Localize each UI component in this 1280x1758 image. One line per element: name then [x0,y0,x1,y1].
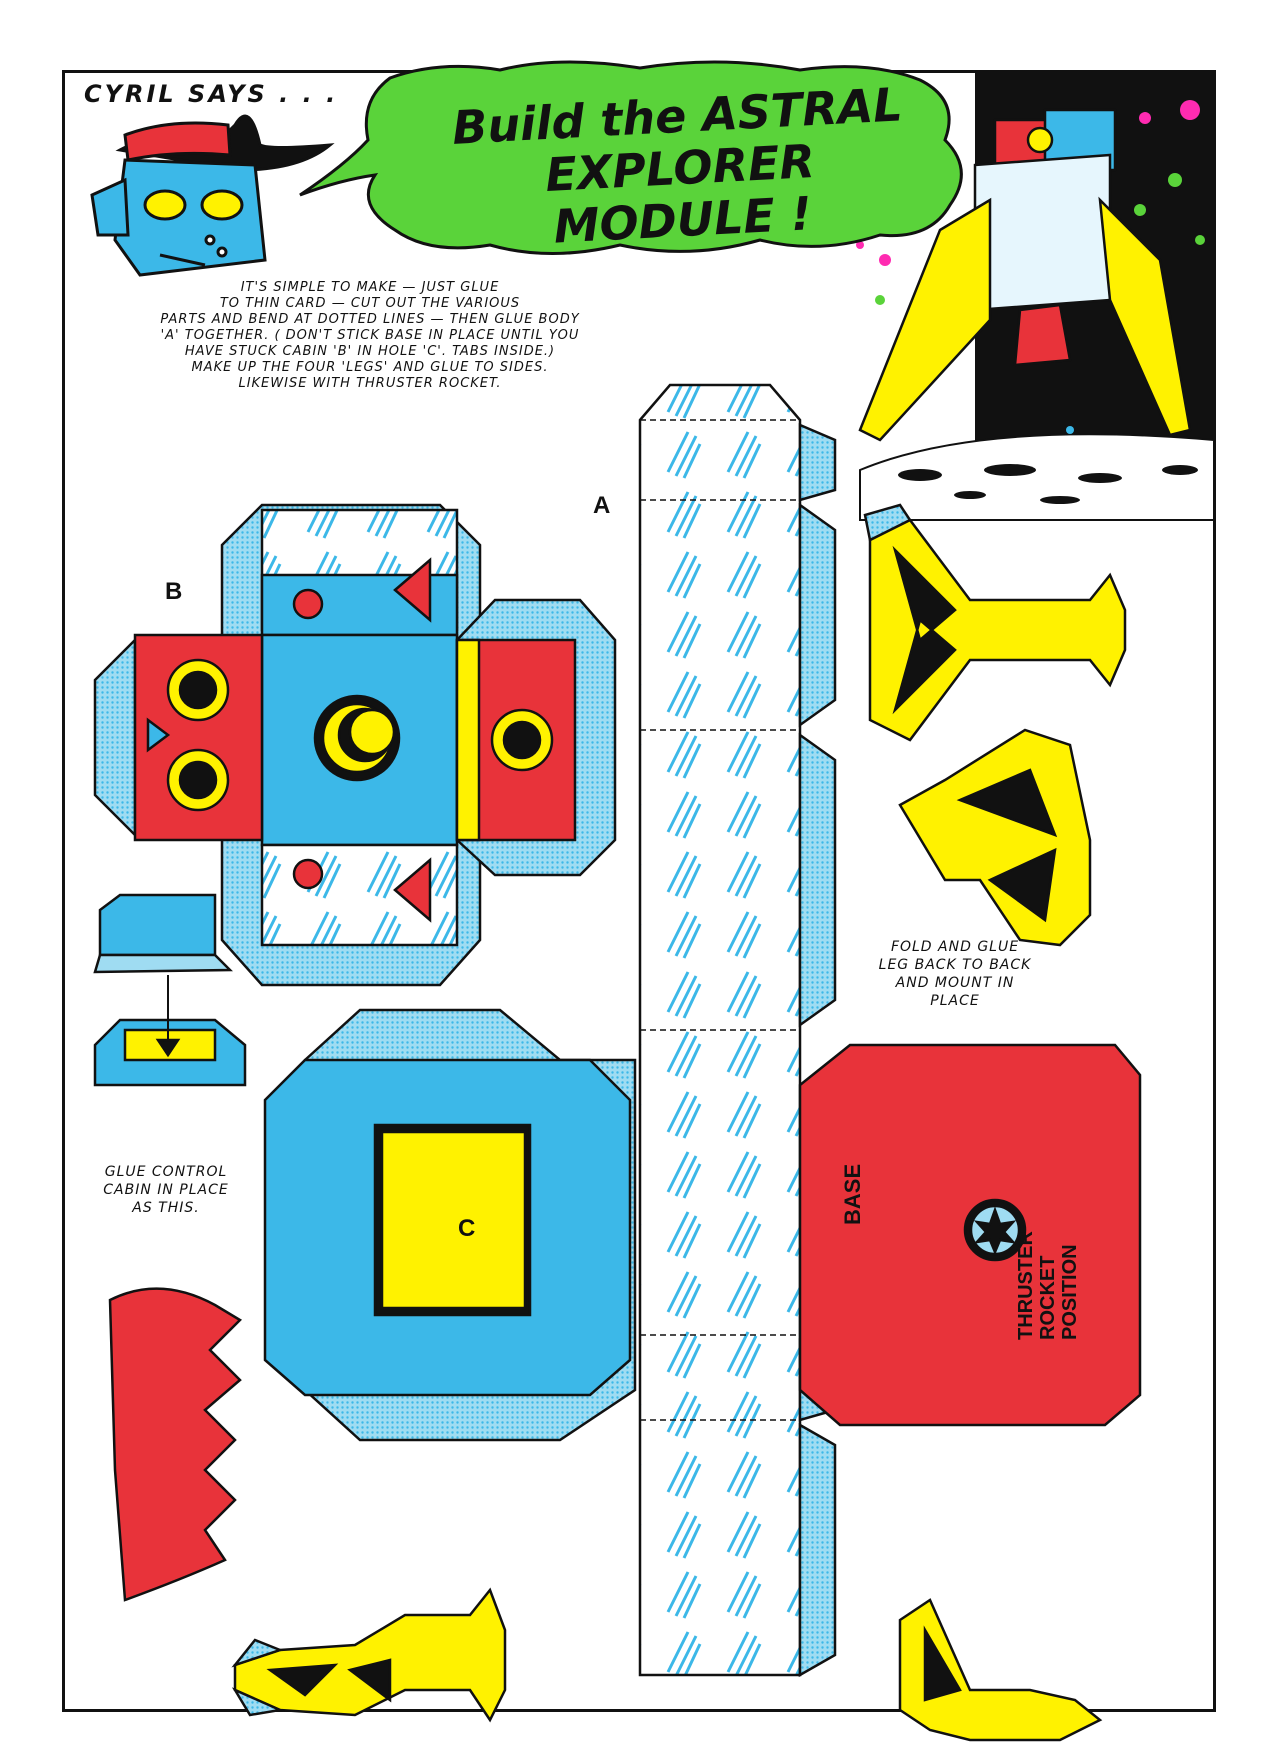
instructions-line: IT'S SIMPLE TO MAKE — JUST GLUE [240,280,500,295]
cabin-note-line: GLUE CONTROL [104,1164,228,1180]
leg-bottom-left [231,1587,507,1723]
cabin-b-net [93,503,617,987]
part-label-a: A [593,492,611,519]
part-label-c: C [458,1215,476,1242]
leg-bottom-right [898,1598,1103,1742]
part-label-b: B [165,578,183,605]
page-title: Build the ASTRAL EXPLORER MODULE ! [426,77,933,259]
lunar-module [858,108,1192,442]
instructions: IT'S SIMPLE TO MAKE — JUST GLUE TO THIN … [120,280,620,392]
leg-note-line: AND MOUNT IN [895,975,1015,991]
leg-note-line: FOLD AND GLUE [890,939,1020,955]
base-label: BASE [840,1163,865,1225]
cabin-note-line: CABIN IN PLACE [103,1182,229,1198]
instructions-line: PARTS AND BEND AT DOTTED LINES — THEN GL… [160,312,580,327]
thruster-position-label: THRUSTER ROCKET POSITION [1015,1231,1081,1340]
cyril-robot-head [90,114,335,277]
instructions-line: 'A' TOGETHER. ( DON'T STICK BASE IN PLAC… [160,328,580,343]
instructions-line: TO THIN CARD — CUT OUT THE VARIOUS [219,296,521,311]
thruster-rocket [108,1287,243,1602]
instructions-line: MAKE UP THE FOUR 'LEGS' AND GLUE TO SIDE… [191,360,549,375]
body-a-strip [638,383,837,1678]
speaker-label: CYRIL SAYS . . . [84,80,339,108]
leg-note-line: PLACE [930,993,980,1009]
platform-c [263,1008,637,1442]
cabin-assembly-diagram [93,893,247,1087]
instructions-line: LIKEWISE WITH THRUSTER ROCKET. [238,376,502,391]
thruster-label-line: THRUSTER [1015,1231,1037,1340]
base-panel [798,1043,1142,1427]
cabin-note: GLUE CONTROL CABIN IN PLACE AS THIS. [86,1163,246,1217]
leg-note-line: LEG BACK TO BACK [878,957,1032,973]
speech-bubble [299,60,963,255]
thruster-label-line: POSITION [1059,1244,1081,1340]
thruster-label-line: ROCKET [1037,1255,1059,1340]
instructions-line: HAVE STUCK CABIN 'B' IN HOLE 'C'. TABS I… [184,344,556,359]
cabin-note-line: AS THIS. [132,1200,200,1216]
leg-top-1 [863,503,1127,742]
leg-top-2 [898,728,1092,947]
leg-note: FOLD AND GLUE LEG BACK TO BACK AND MOUNT… [860,938,1050,1010]
